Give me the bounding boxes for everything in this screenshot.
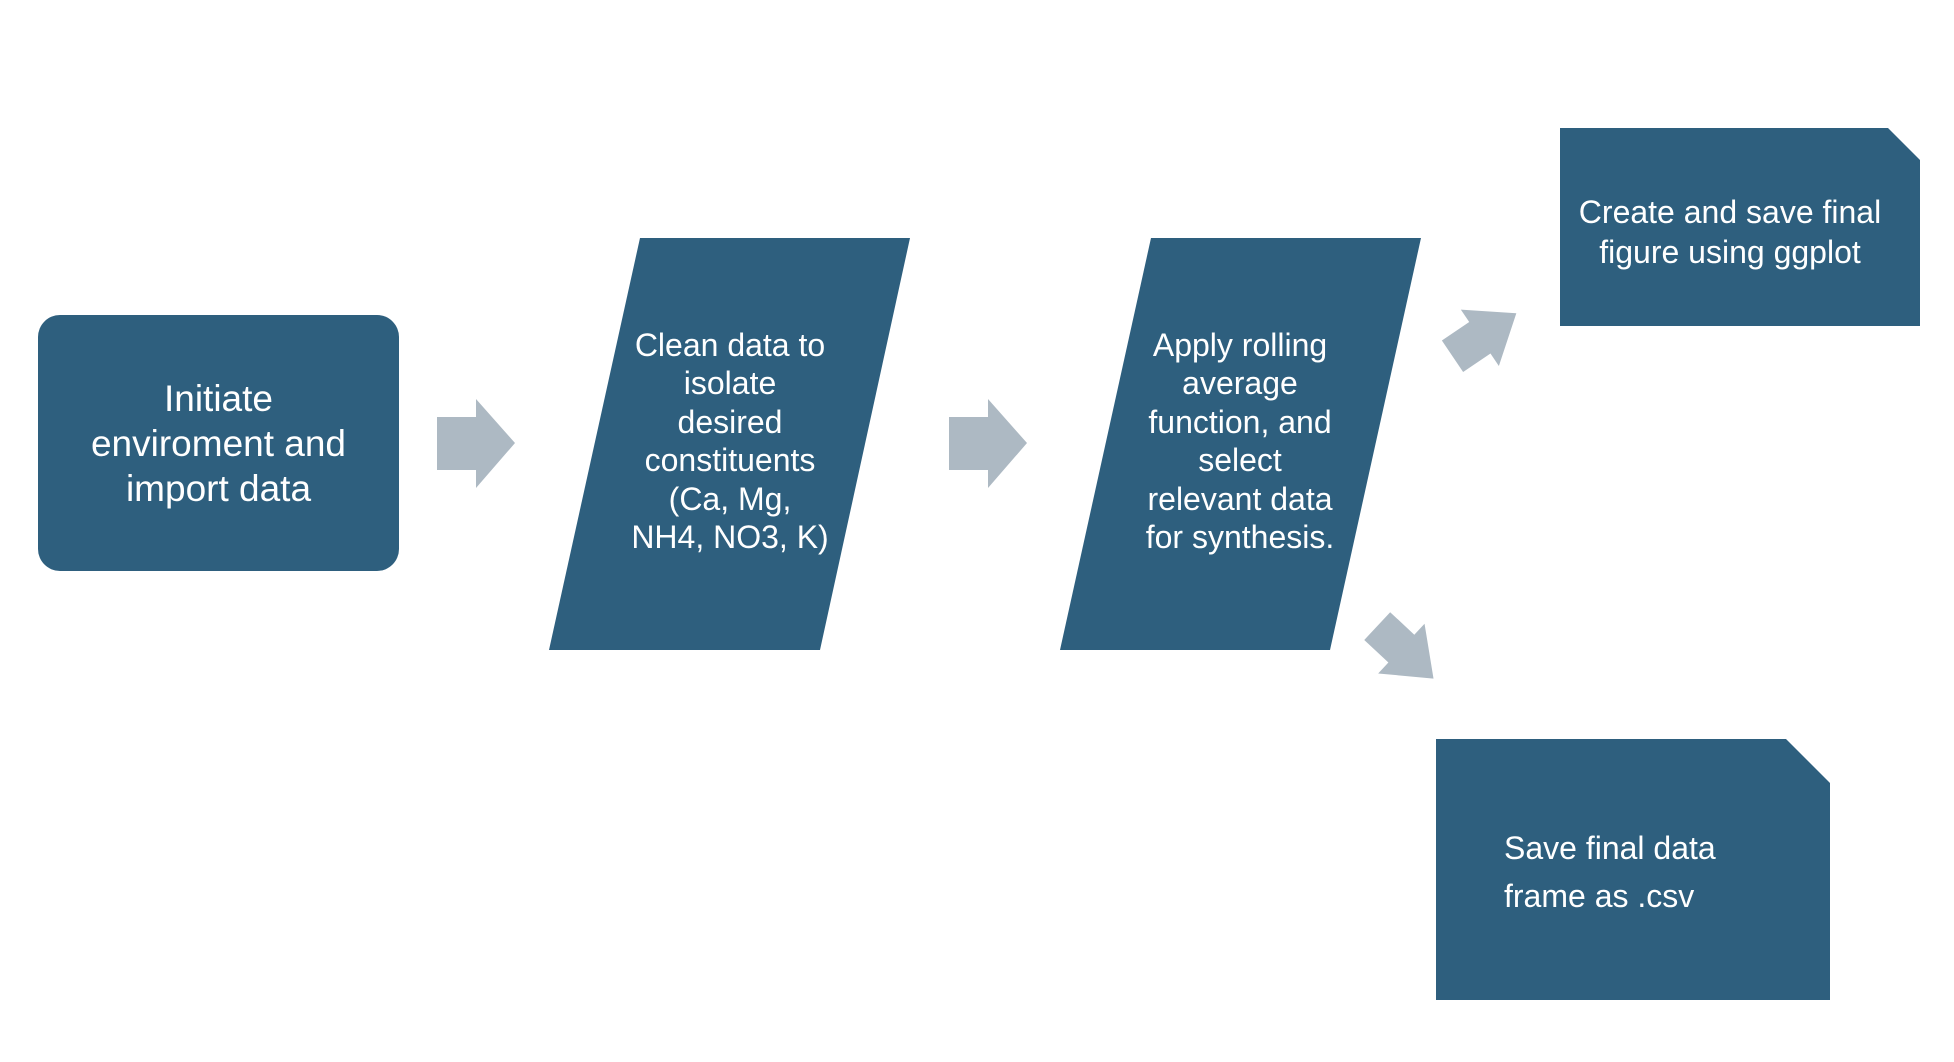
arrow-apply-to-csv	[1364, 612, 1434, 679]
apply-node-label: Apply rolling average function, and sele…	[1100, 320, 1380, 562]
arrow-clean-to-apply	[949, 399, 1027, 488]
clean-node-line: constituents	[644, 442, 816, 478]
csv-node-label: Save final data frame as .csv	[1504, 820, 1804, 924]
start-node-line: import data	[125, 467, 312, 509]
figure-node-box	[1560, 128, 1920, 326]
clean-node-label: Clean data to isolate desired constituen…	[590, 320, 870, 562]
figure-node-label: Create and save final figure using ggplo…	[1560, 192, 1900, 272]
clean-node-line: isolate	[683, 365, 777, 401]
clean-node-line: (Ca, Mg,	[668, 480, 792, 517]
clean-node-box	[549, 238, 910, 650]
csv-node-box	[1436, 739, 1830, 1000]
csv-node-line: Save final data	[1504, 830, 1716, 866]
start-node-line: Initiate	[163, 377, 273, 419]
apply-node-box	[1060, 238, 1421, 650]
apply-node-line: Apply rolling	[1152, 326, 1328, 363]
clean-node-line: Clean data to	[634, 326, 826, 363]
apply-node-line: select	[1198, 442, 1282, 478]
apply-node-line: for synthesis.	[1145, 519, 1335, 555]
start-node-box	[38, 315, 399, 571]
apply-node-line: average	[1182, 365, 1298, 401]
start-node-label: Initiate enviroment and import data	[38, 315, 399, 571]
figure-node-line: figure using ggplot	[1599, 234, 1861, 270]
clean-node-line: NH4, NO3, K)	[631, 519, 829, 555]
csv-node-line: frame as .csv	[1504, 878, 1695, 914]
start-node-line: enviroment and	[90, 422, 347, 464]
clean-node-line: desired	[677, 403, 783, 440]
apply-node-line: function, and	[1148, 403, 1332, 440]
figure-node-line: Create and save final	[1578, 194, 1882, 230]
arrow-start-to-clean	[437, 399, 515, 488]
apply-node-line: relevant data	[1147, 480, 1333, 517]
arrow-apply-to-figure	[1441, 309, 1517, 373]
